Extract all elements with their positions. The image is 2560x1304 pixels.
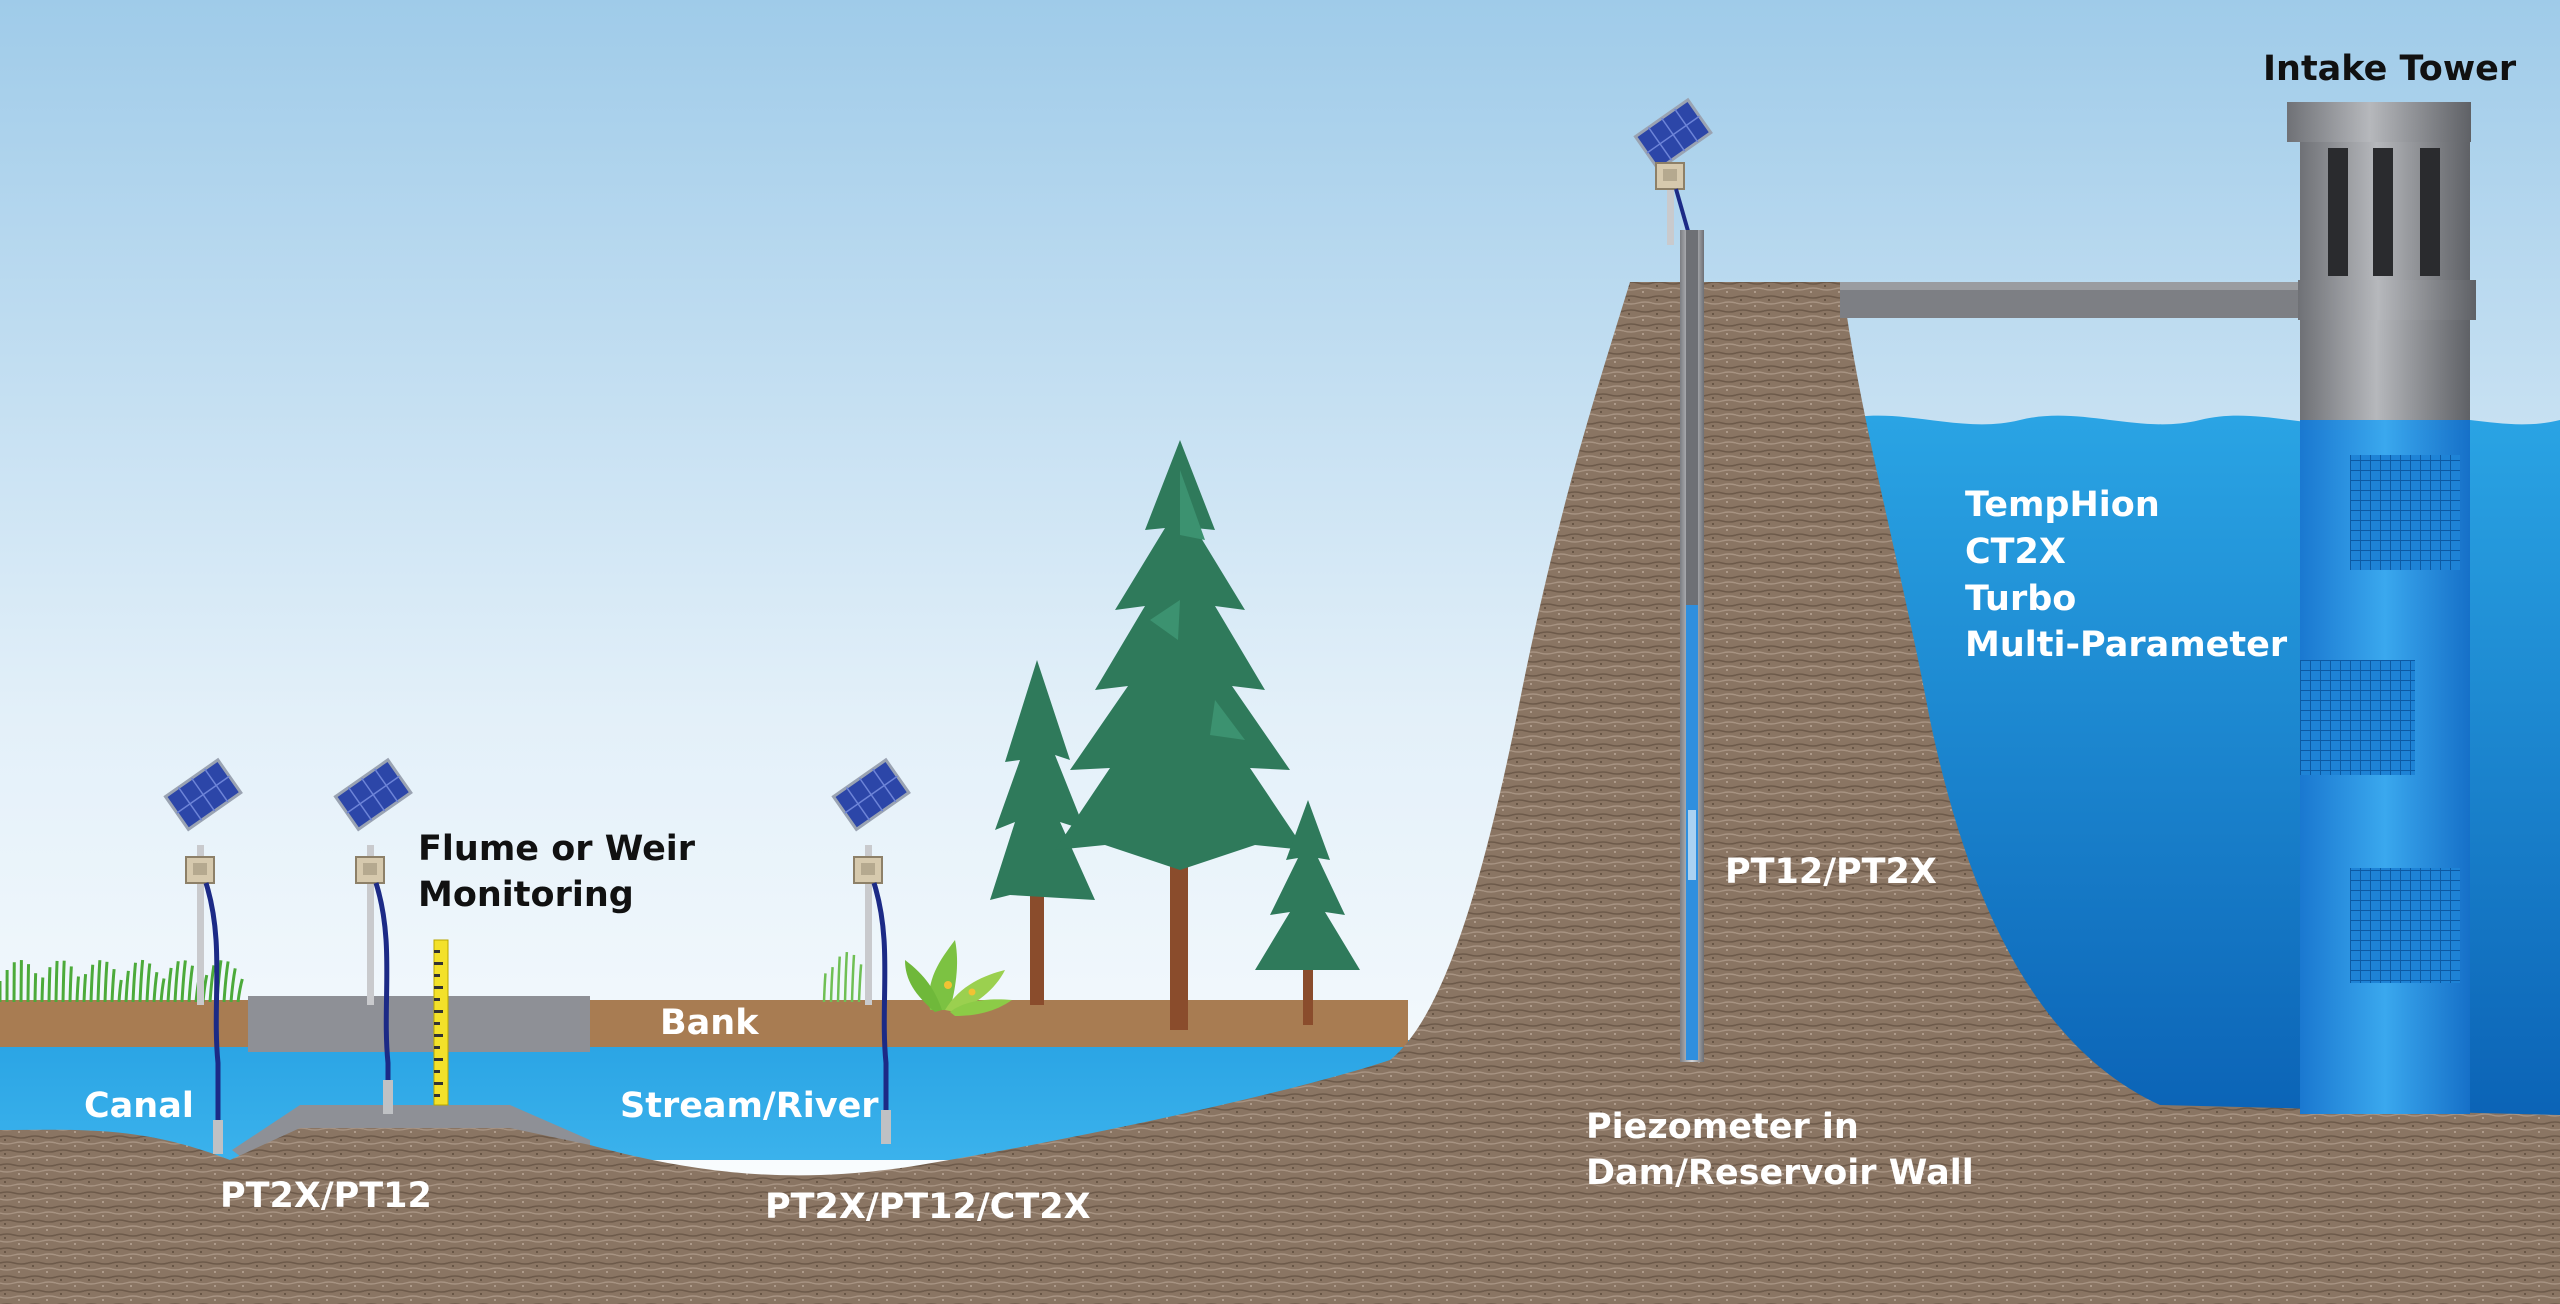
shrub-icon — [905, 940, 1012, 1016]
intake-tower-icon — [1840, 102, 2476, 1114]
data-logger-icon — [355, 856, 385, 884]
solar-panel-icon — [333, 757, 413, 832]
stream-river-label: Stream/River — [620, 1086, 879, 1126]
piezometer-label-line2: Dam/Reservoir Wall — [1586, 1153, 1974, 1193]
grass-icon — [0, 959, 244, 1003]
bank-label: Bank — [660, 1003, 759, 1043]
data-logger-icon — [185, 856, 215, 884]
sensor-station-piezometer — [1633, 97, 1713, 245]
data-logger-icon — [853, 856, 883, 884]
reservoir-sensor-turbo: Turbo — [1965, 579, 2076, 619]
staff-gauge-icon — [433, 939, 449, 1106]
flume-label-line1: Flume or Weir — [418, 829, 696, 869]
canal-sensor-label: PT2X/PT12 — [220, 1176, 432, 1216]
sensor-station-flume — [333, 757, 413, 1114]
canal-label: Canal — [84, 1086, 194, 1126]
sensor-station-river — [831, 757, 911, 1144]
pine-tree-icon — [990, 660, 1095, 1005]
solar-panel-icon — [831, 757, 911, 832]
piezometer-well — [1680, 230, 1704, 1062]
sensor-station-canal — [163, 757, 243, 1154]
solar-panel-icon — [1633, 97, 1713, 172]
reservoir-sensor-temphion: TempHion — [1965, 485, 2160, 525]
bank-soil-left — [0, 1000, 250, 1047]
reservoir-sensor-multi-parameter: Multi-Parameter — [1965, 625, 2288, 665]
river-sensor-label: PT2X/PT12/CT2X — [765, 1187, 1091, 1227]
pine-tree-icon — [1255, 800, 1360, 1025]
reservoir-sensor-ct2x: CT2X — [1965, 532, 2066, 572]
weir-structure — [232, 1105, 590, 1170]
piezometer-sensor-label: PT12/PT2X — [1725, 852, 1937, 892]
flume-wall — [248, 996, 590, 1052]
piezometer-label-line1: Piezometer in — [1586, 1107, 1859, 1147]
pine-tree-icon — [1055, 440, 1305, 1030]
grass-icon — [822, 951, 863, 1003]
intake-tower-label: Intake Tower — [2263, 49, 2517, 89]
solar-panel-icon — [163, 757, 243, 832]
ground-and-dam — [0, 282, 2560, 1304]
flume-label-line2: Monitoring — [418, 875, 634, 915]
data-logger-icon — [1655, 162, 1685, 190]
